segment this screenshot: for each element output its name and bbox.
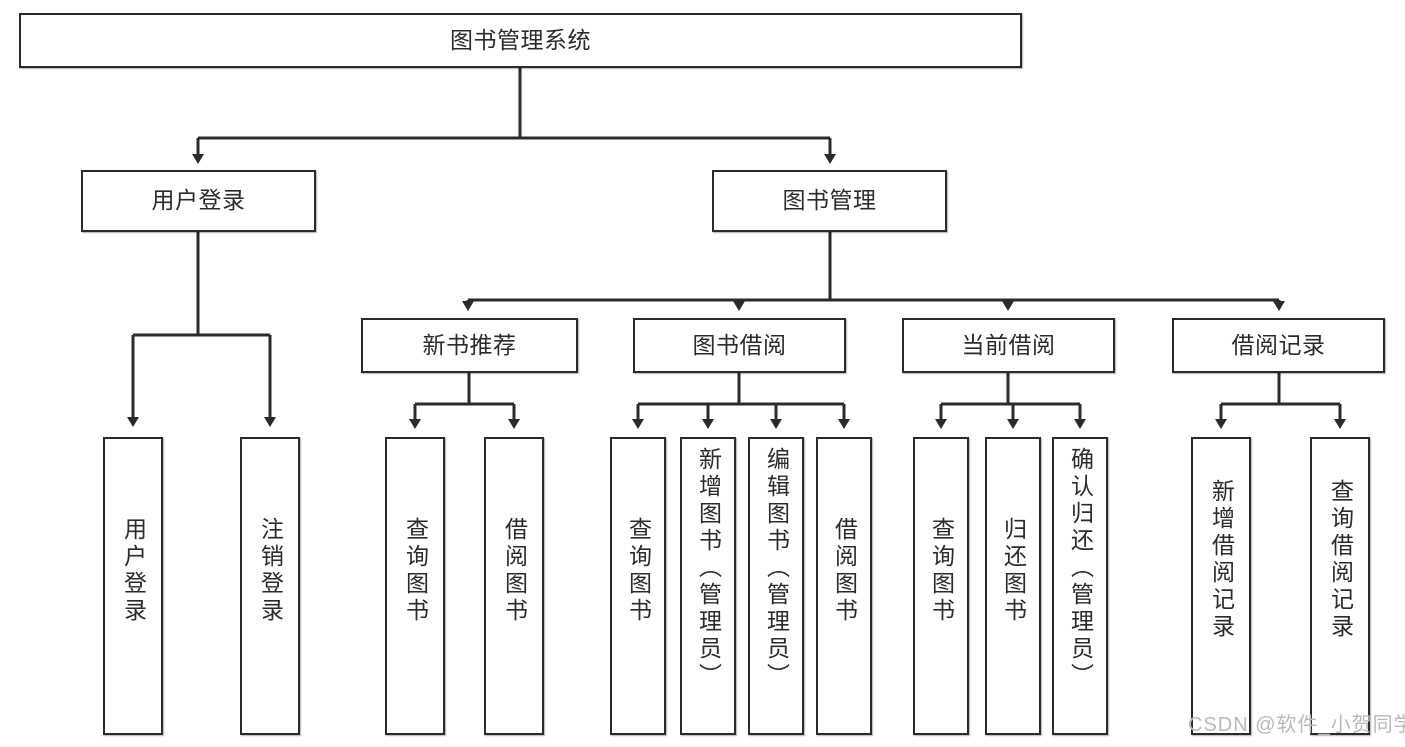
node-current-borrow-label: 当前借阅 xyxy=(961,331,1056,358)
csdn-watermark: CSDN @软件_小贺同学 xyxy=(1188,714,1405,736)
node-leaf-user-logout-label: 注销登录 xyxy=(257,517,284,625)
node-user-login-label: 用户登录 xyxy=(151,187,246,214)
node-leaf-query-book-3-label: 查询图书 xyxy=(928,517,955,625)
node-leaf-query-book-3[interactable]: 查询图书 xyxy=(913,437,969,735)
node-borrow-record[interactable]: 借阅记录 xyxy=(1172,318,1385,373)
node-user-login[interactable]: 用户登录 xyxy=(81,170,316,232)
node-leaf-borrow-book-1[interactable]: 借阅图书 xyxy=(484,437,544,735)
node-leaf-borrow-book-2[interactable]: 借阅图书 xyxy=(816,437,872,735)
node-new-book-recommend-label: 新书推荐 xyxy=(422,331,517,358)
node-leaf-add-borrow-record-label: 新增借阅记录 xyxy=(1208,479,1235,641)
node-leaf-query-book-1-label: 查询图书 xyxy=(402,517,429,625)
node-leaf-query-book-1[interactable]: 查询图书 xyxy=(385,437,445,735)
node-leaf-borrow-book-2-label: 借阅图书 xyxy=(831,517,858,625)
node-leaf-edit-book-admin-label: 编辑图书（管理员） xyxy=(763,447,790,690)
node-leaf-add-book-admin[interactable]: 新增图书（管理员） xyxy=(680,437,736,735)
node-leaf-query-book-2-label: 查询图书 xyxy=(625,517,652,625)
node-leaf-add-book-admin-label: 新增图书（管理员） xyxy=(695,447,722,690)
node-leaf-confirm-return-admin[interactable]: 确认归还（管理员） xyxy=(1052,437,1108,735)
node-leaf-user-logout[interactable]: 注销登录 xyxy=(240,437,300,735)
node-borrow-record-label: 借阅记录 xyxy=(1231,331,1326,358)
node-leaf-return-book-label: 归还图书 xyxy=(1000,517,1027,625)
node-leaf-query-borrow-record[interactable]: 查询借阅记录 xyxy=(1310,437,1370,735)
node-new-book-recommend[interactable]: 新书推荐 xyxy=(361,318,578,373)
node-book-borrow[interactable]: 图书借阅 xyxy=(633,318,846,373)
node-book-management-label: 图书管理 xyxy=(782,187,877,214)
node-leaf-user-login-label: 用户登录 xyxy=(120,517,147,625)
node-book-management[interactable]: 图书管理 xyxy=(712,170,947,232)
node-leaf-confirm-return-admin-label: 确认归还（管理员） xyxy=(1067,447,1094,690)
node-leaf-borrow-book-1-label: 借阅图书 xyxy=(501,517,528,625)
node-leaf-query-borrow-record-label: 查询借阅记录 xyxy=(1327,479,1354,641)
node-leaf-return-book[interactable]: 归还图书 xyxy=(985,437,1041,735)
node-leaf-query-book-2[interactable]: 查询图书 xyxy=(610,437,666,735)
node-leaf-add-borrow-record[interactable]: 新增借阅记录 xyxy=(1191,437,1251,735)
node-root[interactable]: 图书管理系统 xyxy=(19,13,1022,68)
node-book-borrow-label: 图书借阅 xyxy=(692,331,787,358)
node-leaf-edit-book-admin[interactable]: 编辑图书（管理员） xyxy=(748,437,804,735)
node-root-label: 图书管理系统 xyxy=(450,26,591,53)
node-current-borrow[interactable]: 当前借阅 xyxy=(902,318,1115,373)
node-leaf-user-login[interactable]: 用户登录 xyxy=(103,437,163,735)
